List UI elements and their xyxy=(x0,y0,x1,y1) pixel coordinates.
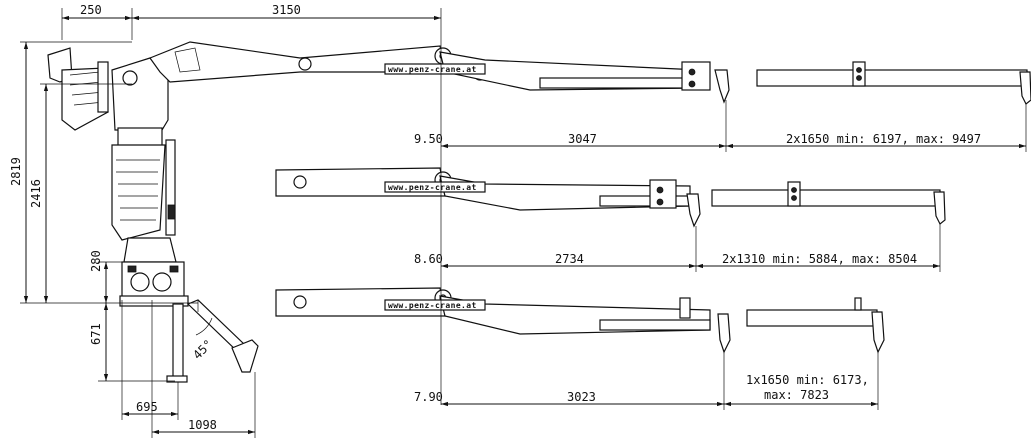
dim-base-upper: 280 xyxy=(89,250,103,272)
boom-config-2: www.penz-crane.at xyxy=(275,167,946,228)
boom-config-3: www.penz-crane.at xyxy=(275,287,885,354)
reach-label-1: 9.50 xyxy=(414,132,443,146)
ext-dim-3-line2: max: 7823 xyxy=(764,388,829,402)
dim-base-inner: 695 xyxy=(136,400,158,414)
dim-height-total: 2819 xyxy=(9,157,23,186)
dim-height-mid: 2416 xyxy=(29,179,43,208)
dim-base-lower: 671 xyxy=(89,323,103,345)
ext-dim-1: 2x1650 min: 6197, max: 9497 xyxy=(786,132,981,146)
dimension-lines xyxy=(20,8,1027,438)
reach-label-3: 7.90 xyxy=(414,390,443,404)
main-dim-3: 3023 xyxy=(567,390,596,404)
dim-angle: 45° xyxy=(190,337,215,362)
ext-dim-2: 2x1310 min: 5884, max: 8504 xyxy=(722,252,917,266)
reach-label-2: 8.60 xyxy=(414,252,443,266)
brand-url-3: www.penz-crane.at xyxy=(388,301,477,310)
dim-top-main: 3150 xyxy=(272,3,301,17)
brand-url-1: www.penz-crane.at xyxy=(388,65,477,74)
boom-config-1: www.penz-crane.at xyxy=(122,41,1031,105)
brand-url-2: www.penz-crane.at xyxy=(388,183,477,192)
main-dim-2: 2734 xyxy=(555,252,584,266)
main-dim-1: 3047 xyxy=(568,132,597,146)
dim-base-outer: 1098 xyxy=(188,418,217,432)
dim-top-left: 250 xyxy=(80,3,102,17)
crane-column xyxy=(47,47,259,383)
ext-dim-3-line1: 1x1650 min: 6173, xyxy=(746,373,869,387)
